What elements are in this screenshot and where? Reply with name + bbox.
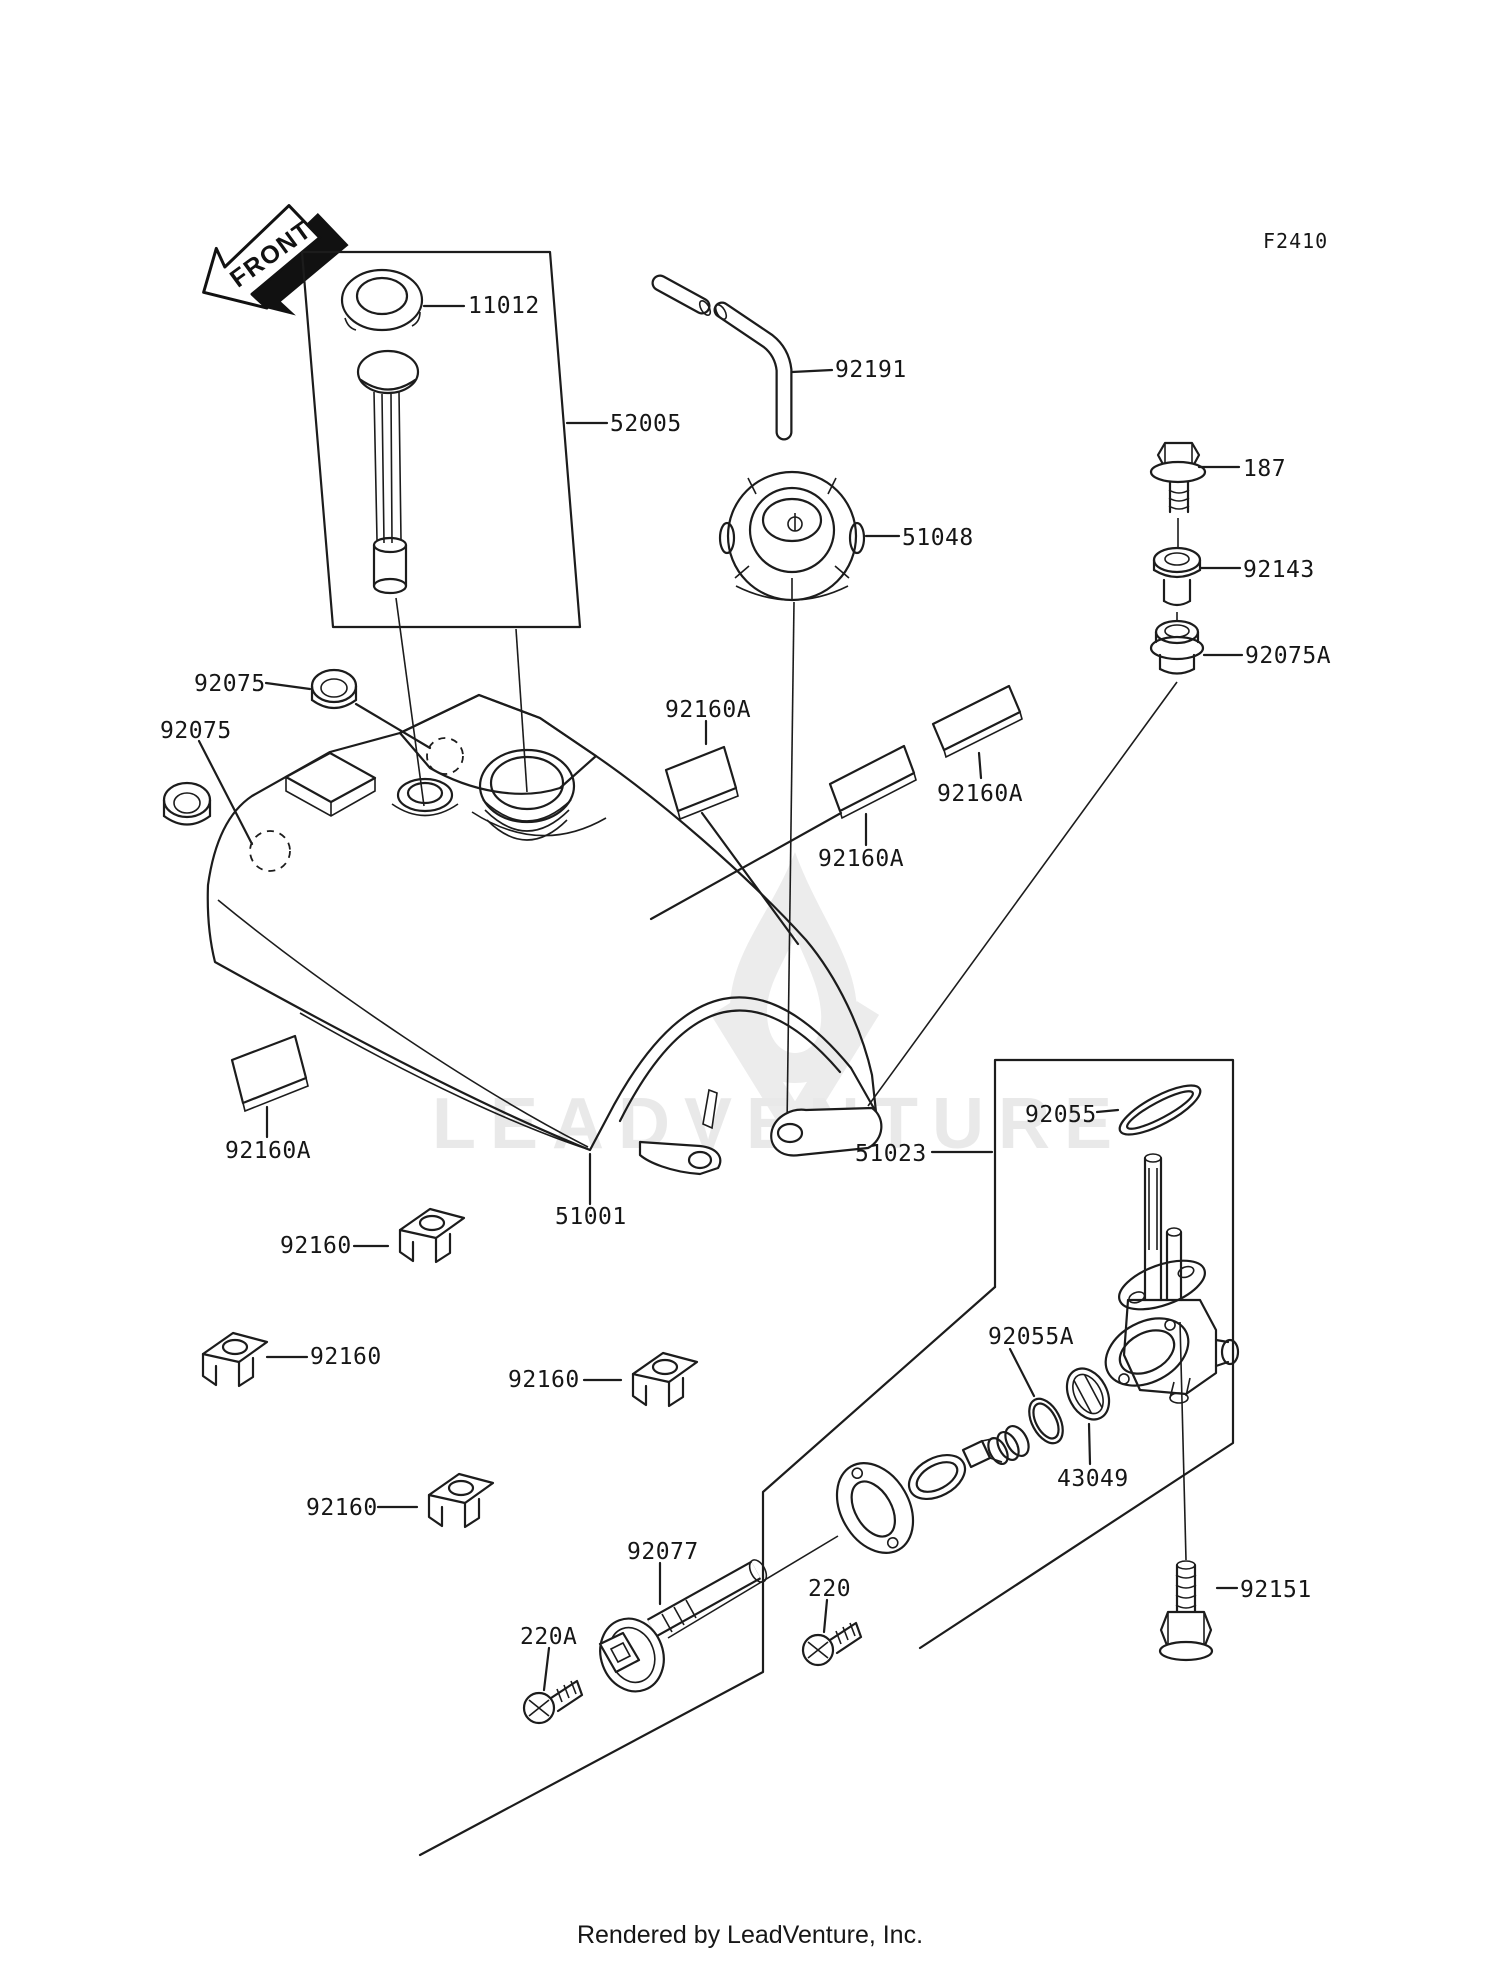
part-label-11012: 11012 bbox=[468, 293, 540, 319]
rear-damper-part bbox=[1149, 619, 1205, 675]
part-label-92075A: 92075A bbox=[1245, 643, 1331, 669]
fuel-cap-part bbox=[718, 424, 866, 600]
fuel-tap-assembly-box bbox=[418, 1058, 1235, 1857]
part-label-92143: 92143 bbox=[1243, 557, 1315, 583]
cap-to-lug-line bbox=[786, 601, 795, 1127]
leader-lines bbox=[197, 304, 1244, 1692]
rear-mount-lug bbox=[770, 1106, 883, 1157]
part-label-92160: 92160 bbox=[508, 1367, 580, 1393]
part-label-220A: 220A bbox=[520, 1624, 577, 1650]
foam-pad-part bbox=[664, 745, 739, 821]
part-label-92075: 92075 bbox=[194, 671, 266, 697]
clamp-part bbox=[201, 1331, 269, 1388]
fuel-tap-part bbox=[1104, 1153, 1240, 1404]
gauge-hole bbox=[391, 777, 459, 817]
screw-part bbox=[801, 1621, 863, 1667]
slotted-plate-part bbox=[1065, 1367, 1111, 1421]
gauge-to-hole-line bbox=[395, 597, 425, 807]
grommet-part bbox=[162, 781, 212, 826]
part-label-92075: 92075 bbox=[160, 718, 232, 744]
front-direction-arrow: FRONT bbox=[202, 204, 349, 316]
small-o-ring-part bbox=[1028, 1397, 1064, 1445]
foam-pad-part bbox=[828, 744, 917, 820]
lever-bolt-part bbox=[598, 1559, 768, 1693]
filler-neck bbox=[471, 748, 607, 841]
grommet-part bbox=[310, 668, 358, 710]
tank-mount-hardware bbox=[867, 441, 1207, 1107]
bottom-mount-lug bbox=[638, 1140, 722, 1176]
part-label-92160: 92160 bbox=[310, 1344, 382, 1370]
part-label-92160A: 92160A bbox=[665, 697, 751, 723]
tap-flange-plate-part bbox=[835, 1461, 915, 1555]
clamp-part bbox=[631, 1351, 699, 1408]
part-label-43049: 43049 bbox=[1057, 1466, 1129, 1492]
valve-plug-part bbox=[961, 1425, 1030, 1469]
clamp-part bbox=[427, 1472, 495, 1529]
drain-bolt-part bbox=[1158, 1560, 1214, 1662]
part-label-92160: 92160 bbox=[280, 1233, 352, 1259]
clamp-part bbox=[398, 1207, 466, 1264]
part-label-92160: 92160 bbox=[306, 1495, 378, 1521]
watermark-v-icon bbox=[710, 1001, 880, 1133]
mount-point-dashed-circle bbox=[249, 830, 291, 872]
part-label-220: 220 bbox=[808, 1576, 851, 1602]
fuel-gauge-assembly-box bbox=[300, 250, 582, 807]
render-credit: Rendered by LeadVenture, Inc. bbox=[577, 1921, 923, 1949]
part-label-187: 187 bbox=[1243, 456, 1286, 482]
foam-pad-part bbox=[931, 684, 1023, 759]
part-label-92055A: 92055A bbox=[988, 1324, 1074, 1350]
part-label-92055: 92055 bbox=[1025, 1102, 1097, 1128]
o-ring-part bbox=[1118, 1084, 1202, 1136]
collar-part bbox=[1152, 546, 1202, 607]
gasket-part bbox=[907, 1453, 967, 1501]
part-label-52005: 52005 bbox=[610, 411, 682, 437]
part-label-92191: 92191 bbox=[835, 357, 907, 383]
part-label-92151: 92151 bbox=[1240, 1577, 1312, 1603]
part-label-51023: 51023 bbox=[855, 1141, 927, 1167]
part-label-92160A: 92160A bbox=[225, 1138, 311, 1164]
gauge-ring-part bbox=[340, 268, 424, 332]
bolt-part bbox=[1149, 441, 1207, 514]
fuel-tank-drawing bbox=[206, 693, 883, 1176]
mount-point-dashed-circle bbox=[426, 737, 464, 775]
part-label-92160A: 92160A bbox=[937, 781, 1023, 807]
part-label-92160A: 92160A bbox=[818, 846, 904, 872]
figure-code: F2410 bbox=[1263, 229, 1328, 253]
part-label-92077: 92077 bbox=[627, 1539, 699, 1565]
assembly-axis-line bbox=[667, 1535, 839, 1639]
tap-to-bolt-line bbox=[1179, 1321, 1187, 1561]
part-label-51048: 51048 bbox=[902, 525, 974, 551]
part-labels: 11012 52005 92191 51048 187 92143 92075A 92075 9… bbox=[160, 293, 1331, 1650]
breather-hose-part bbox=[651, 274, 793, 441]
foam-pad-part bbox=[230, 1034, 309, 1113]
fuel-gauge-part bbox=[356, 349, 420, 595]
screw-part bbox=[522, 1679, 584, 1725]
part-label-51001: 51001 bbox=[555, 1204, 627, 1230]
hardware-to-lug-line bbox=[867, 681, 1178, 1107]
